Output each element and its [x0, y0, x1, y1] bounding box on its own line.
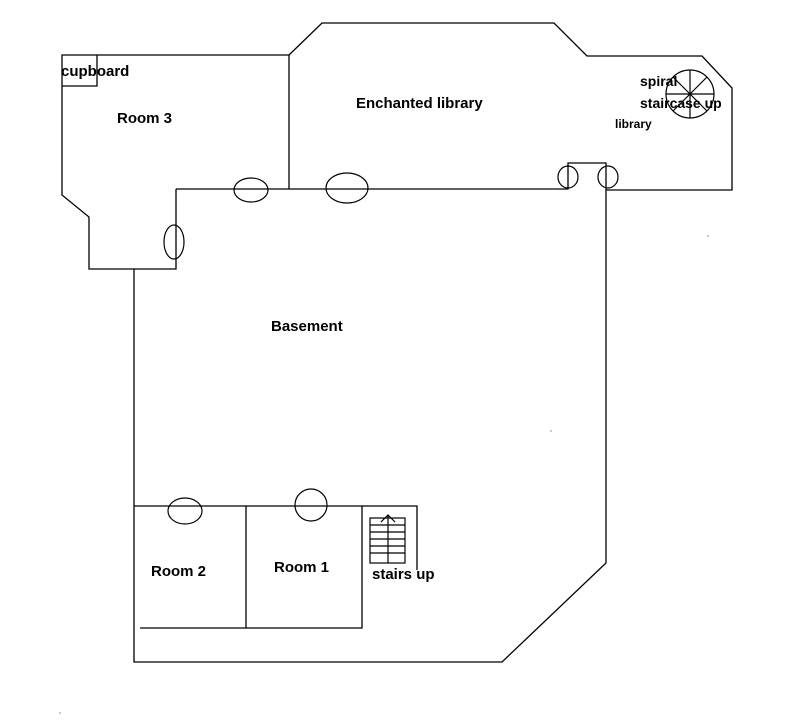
- basement-label: Basement: [271, 318, 343, 335]
- room3-label: Room 3: [117, 110, 173, 127]
- door-corridor-left: [557, 165, 579, 189]
- door-room1: [294, 488, 328, 522]
- stray-mark: [550, 430, 552, 432]
- enchanted-library-label: Enchanted library: [356, 95, 483, 112]
- cupboard-label: cupboard: [61, 63, 130, 80]
- stairs-icon: [369, 514, 406, 564]
- basement-walls: [133, 190, 607, 663]
- library-label: library: [615, 117, 652, 131]
- room3-walls: [61, 54, 290, 270]
- room2-walls: [134, 505, 247, 629]
- stray-mark: [707, 235, 709, 237]
- room2-label: Room 2: [151, 563, 207, 580]
- enchanted-library-walls: [288, 22, 733, 191]
- cupboard-wall: [62, 55, 98, 87]
- door-room3-side: [163, 224, 185, 260]
- stairs-up-label: stairs up: [372, 566, 435, 583]
- room1-label: Room 1: [274, 559, 330, 576]
- spiral-staircase-label-line2: staircase up: [640, 95, 722, 111]
- stairs-enclosure: [362, 505, 418, 570]
- door-corridor-right: [597, 165, 619, 189]
- stray-mark: [59, 712, 61, 714]
- door-room2: [167, 497, 203, 525]
- spiral-staircase-icon: [665, 69, 715, 119]
- library-corridor-wall: [176, 162, 607, 190]
- room1-walls: [246, 505, 363, 629]
- door-room3-top: [233, 177, 269, 203]
- spiral-staircase-label-line1: spiral: [640, 73, 678, 89]
- door-library-basement: [325, 172, 369, 204]
